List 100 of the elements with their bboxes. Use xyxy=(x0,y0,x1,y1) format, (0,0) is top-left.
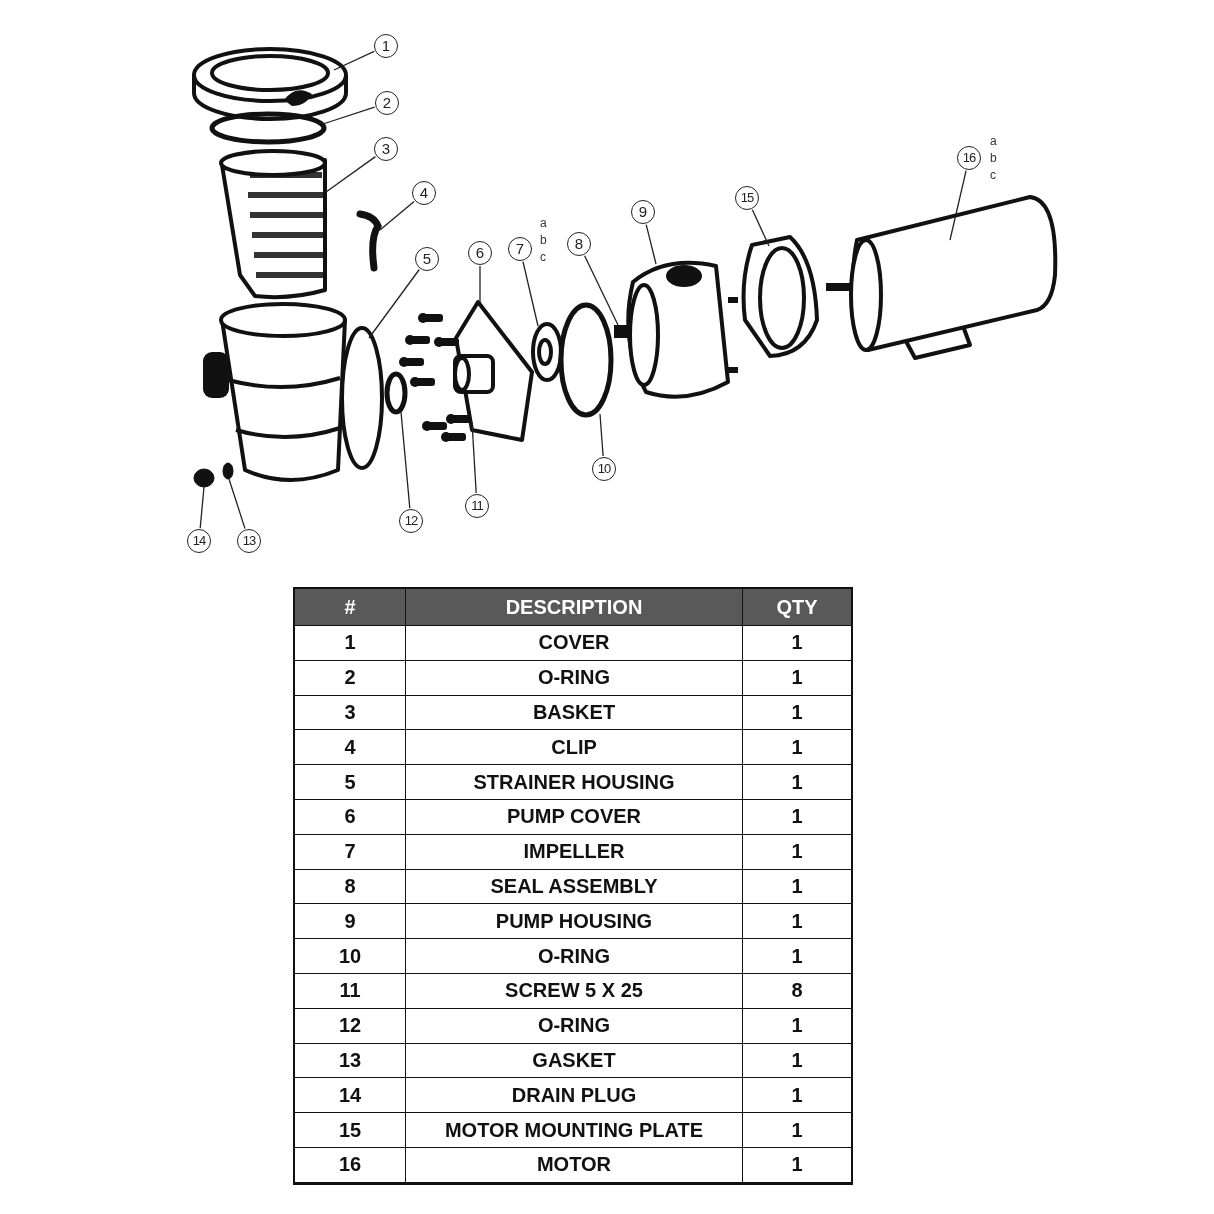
column-header: QTY xyxy=(743,589,851,626)
table-cell: 1 xyxy=(295,626,406,661)
table-cell: 1 xyxy=(743,1043,851,1079)
callout-number: 10 xyxy=(592,457,616,481)
table-cell: PUMP HOUSING xyxy=(406,904,743,940)
table-cell: MOTOR MOUNTING PLATE xyxy=(406,1113,743,1148)
table-cell: 12 xyxy=(295,1008,406,1044)
callout-number: 6 xyxy=(468,241,492,265)
basket-drawing xyxy=(219,149,327,300)
gasket xyxy=(222,462,234,480)
variant-letter: b xyxy=(990,151,997,165)
callout-number: 14 xyxy=(187,529,211,553)
variant-letter: b xyxy=(540,233,547,247)
table-cell: 1 xyxy=(743,1008,851,1044)
table-cell: 7 xyxy=(295,834,406,870)
screws-drawing xyxy=(399,313,471,442)
table-cell: CLIP xyxy=(406,730,743,766)
pump-cover-drawing xyxy=(453,300,534,442)
variant-letter: c xyxy=(540,250,546,264)
table-cell: 1 xyxy=(743,939,851,974)
table-cell: 1 xyxy=(743,834,851,870)
variant-letter: a xyxy=(540,216,547,230)
leader-line xyxy=(949,170,967,241)
table-cell: O-RING xyxy=(406,939,743,974)
callout-number: 8 xyxy=(567,232,591,256)
table-cell: 11 xyxy=(295,973,406,1009)
leader-line xyxy=(751,209,770,247)
table-cell: PUMP COVER xyxy=(406,800,743,835)
table-cell: 13 xyxy=(295,1043,406,1079)
leader-line xyxy=(400,411,411,509)
leader-line xyxy=(368,268,420,339)
callout-number: 16 xyxy=(957,146,981,170)
table-cell: 9 xyxy=(295,904,406,940)
table-cell: IMPELLER xyxy=(406,834,743,870)
leader-line xyxy=(479,265,481,303)
leader-line xyxy=(471,421,477,494)
variant-letter: c xyxy=(990,168,996,182)
callout-number: 1 xyxy=(374,34,398,58)
table-cell: 15 xyxy=(295,1113,406,1148)
leader-line xyxy=(228,478,246,530)
table-cell: 5 xyxy=(295,765,406,800)
callout-number: 9 xyxy=(631,200,655,224)
leader-line xyxy=(522,261,539,327)
callout-number: 15 xyxy=(735,186,759,210)
table-cell: 8 xyxy=(295,869,406,905)
o-ring xyxy=(384,371,408,415)
leader-line xyxy=(379,200,415,231)
table-cell: O-RING xyxy=(406,660,743,696)
table-cell: 8 xyxy=(743,973,851,1009)
callout-number: 11 xyxy=(465,494,489,518)
table-cell: 1 xyxy=(743,626,851,661)
table-cell: SCREW 5 X 25 xyxy=(406,973,743,1009)
table-cell: 4 xyxy=(295,730,406,766)
o-ring xyxy=(558,302,614,418)
callout-number: 7 xyxy=(508,237,532,261)
callout-number: 12 xyxy=(399,509,423,533)
table-cell: STRAINER HOUSING xyxy=(406,765,743,800)
table-cell: O-RING xyxy=(406,1008,743,1044)
table-cell: 1 xyxy=(743,1147,851,1183)
table-cell: SEAL ASSEMBLY xyxy=(406,869,743,905)
table-cell: 16 xyxy=(295,1147,406,1183)
table-cell: GASKET xyxy=(406,1043,743,1079)
clip-drawing xyxy=(356,210,382,272)
table-cell: MOTOR xyxy=(406,1147,743,1183)
callout-number: 5 xyxy=(415,247,439,271)
table-cell: 1 xyxy=(743,730,851,766)
table-cell: 1 xyxy=(743,869,851,905)
table-cell: 6 xyxy=(295,800,406,835)
strainer-housing-drawing xyxy=(203,302,384,482)
table-cell: 10 xyxy=(295,939,406,974)
table-cell: 1 xyxy=(743,800,851,835)
leader-line xyxy=(322,106,376,125)
table-cell: BASKET xyxy=(406,695,743,731)
table-cell: 1 xyxy=(743,904,851,940)
table-cell: 3 xyxy=(295,695,406,731)
o-ring xyxy=(209,111,327,145)
leader-line xyxy=(199,486,205,529)
table-cell: DRAIN PLUG xyxy=(406,1078,743,1114)
table-cell: 1 xyxy=(743,765,851,800)
table-cell: 14 xyxy=(295,1078,406,1114)
leader-line xyxy=(645,223,657,265)
leader-line xyxy=(583,255,619,326)
table-cell: 1 xyxy=(743,660,851,696)
table-cell: 1 xyxy=(743,695,851,731)
drain-plug xyxy=(193,468,215,488)
column-header: # xyxy=(295,589,406,626)
column-header: DESCRIPTION xyxy=(406,589,743,626)
callout-number: 3 xyxy=(374,137,398,161)
motor-drawing xyxy=(826,195,1058,360)
strainer-cover-drawing xyxy=(192,47,348,121)
leader-line xyxy=(333,50,375,71)
callout-number: 13 xyxy=(237,529,261,553)
mounting-plate-drawing xyxy=(741,235,819,358)
table-cell: COVER xyxy=(406,626,743,661)
impeller-drawing xyxy=(531,322,563,382)
table-cell: 1 xyxy=(743,1078,851,1114)
callout-number: 2 xyxy=(375,91,399,115)
pump-housing-drawing xyxy=(626,260,741,399)
table-cell: 2 xyxy=(295,660,406,696)
leader-line xyxy=(599,413,604,457)
